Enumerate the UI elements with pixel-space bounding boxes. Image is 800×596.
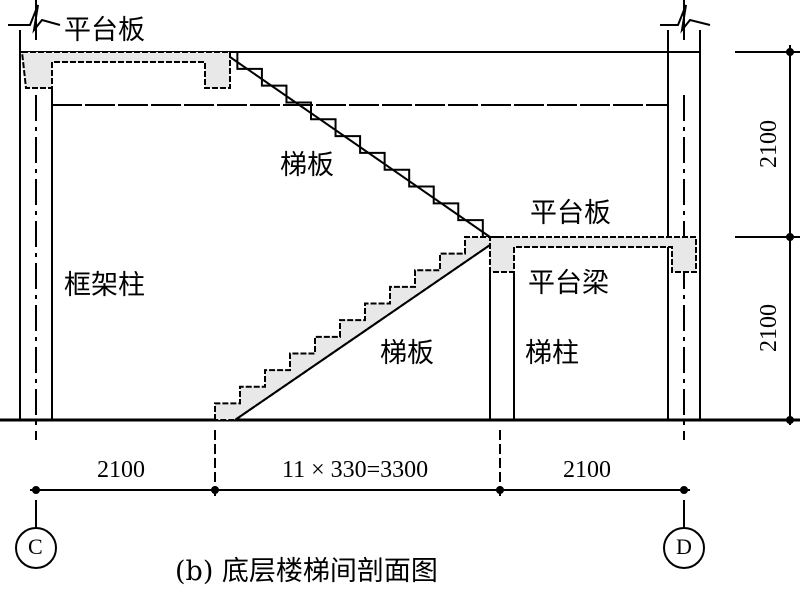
axis-bubble-c — [15, 527, 57, 569]
label-upper-flight: 梯板 — [280, 150, 334, 181]
axis-label-d: D — [676, 534, 692, 559]
caption: (b) 底层楼梯间剖面图 — [175, 556, 438, 587]
label-stair-column: 梯柱 — [525, 338, 579, 369]
dim-upper-height: 2100 — [756, 120, 782, 168]
dim-right-span: 2100 — [563, 457, 611, 483]
dim-stair-run: 11 × 330=3300 — [282, 457, 429, 483]
label-top-landing-slab: 平台板 — [64, 15, 145, 46]
vertical-dimension — [735, 45, 800, 425]
frame-column-right — [660, 0, 711, 440]
upper-flight-steps — [230, 51, 500, 238]
frame-column-left — [8, 0, 61, 440]
horizontal-dimension — [30, 430, 690, 528]
top-landing-slab — [20, 51, 231, 89]
label-mid-landing-slab: 平台板 — [530, 198, 611, 229]
mid-landing-slab — [489, 236, 697, 273]
label-frame-column: 框架柱 — [64, 270, 145, 301]
label-landing-beam: 平台梁 — [528, 268, 609, 299]
stair-column — [489, 272, 515, 420]
axis-bubble-d — [663, 527, 705, 569]
axis-label-c: C — [28, 534, 43, 559]
lower-flight-steps — [214, 236, 491, 421]
label-lower-flight: 梯板 — [380, 338, 434, 369]
dim-left-span: 2100 — [97, 457, 145, 483]
dim-lower-height: 2100 — [756, 304, 782, 352]
lower-flight-soffit — [234, 244, 491, 421]
